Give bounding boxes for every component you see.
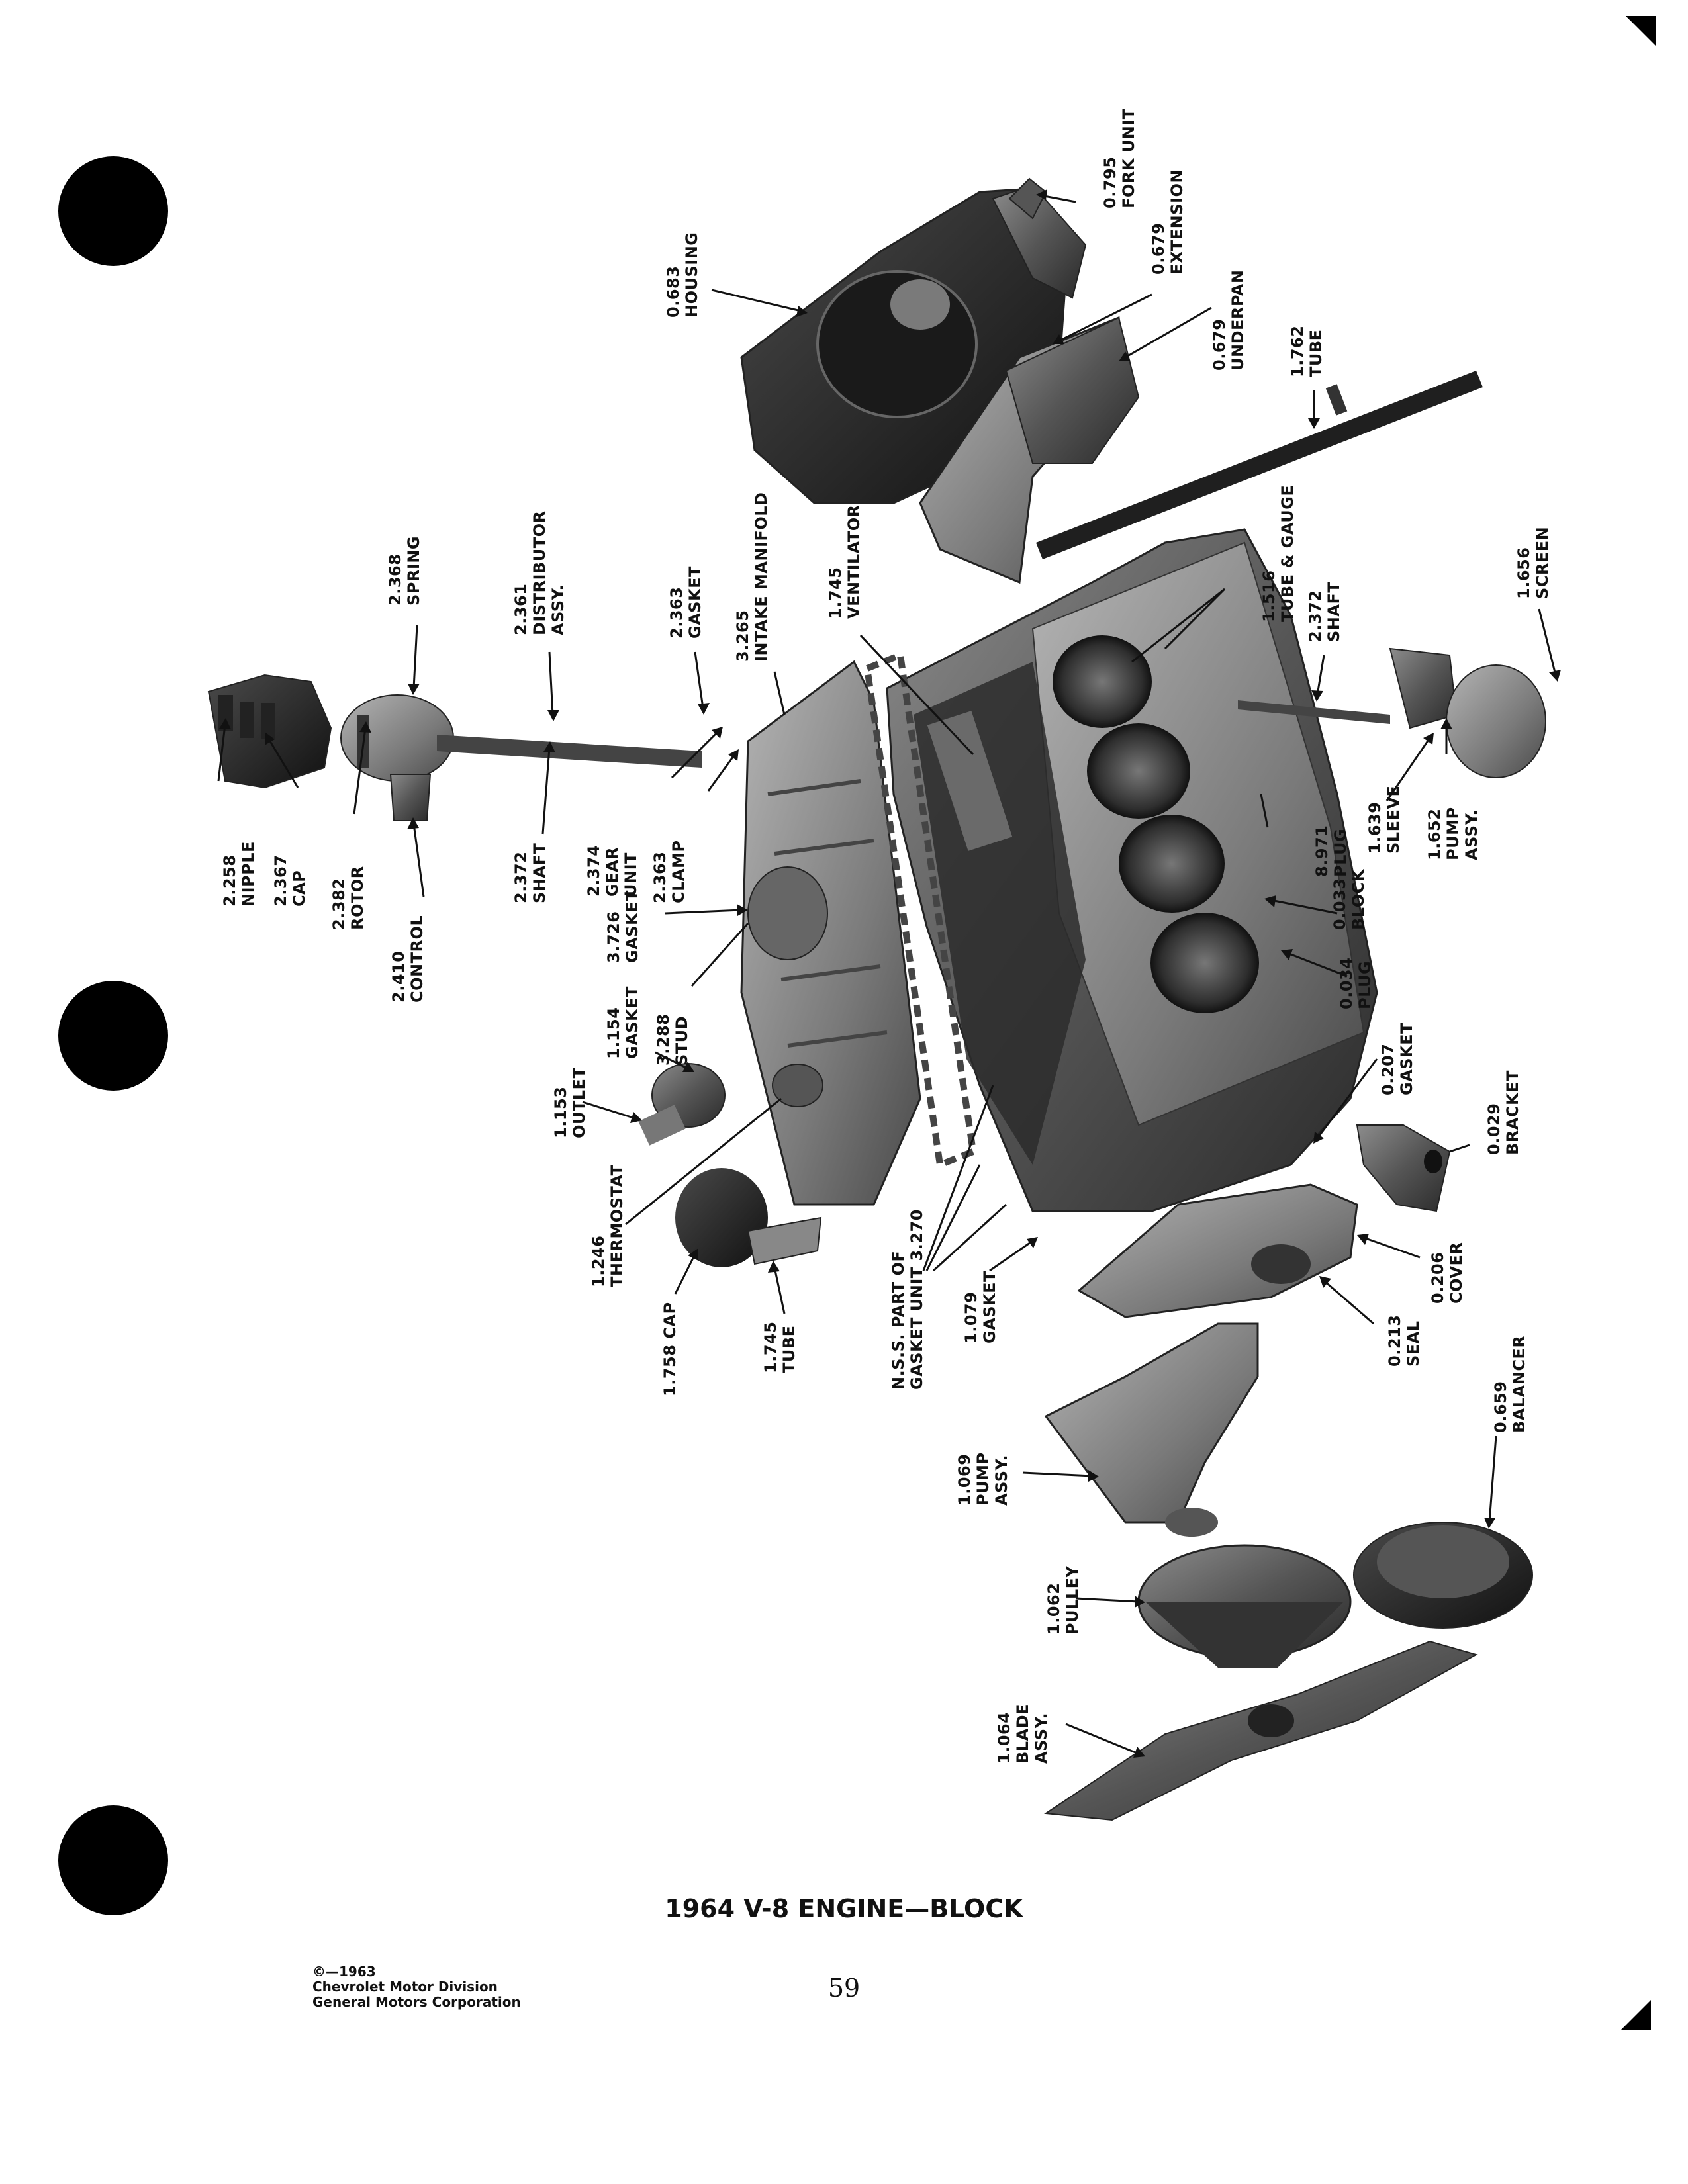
callout-clamp: 2.363CLAMP [651, 841, 688, 903]
callout-balancer: 0.659BALANCER [1491, 1336, 1528, 1433]
callout-blade: 1.064BLADEASSY. [995, 1704, 1051, 1764]
callout-pump-1652: 1.652PUMPASSY. [1425, 807, 1481, 860]
callout-block: 0.033BLOCK [1331, 868, 1368, 930]
callout-plug-0034: 0.034PLUG [1337, 958, 1374, 1009]
callout-extension: 0.679EXTENSION [1149, 169, 1186, 275]
binder-hole-bottom [58, 1805, 168, 1915]
callout-labels: 0.795FORK UNIT 0.683HOUSING 0.679EXTENSI… [220, 108, 1552, 1764]
fan-blade-part [1044, 1640, 1478, 1821]
callout-tube-1745: 1.745TUBE [761, 1322, 798, 1373]
callout-gasket-2363: 2.363GASKET [667, 566, 704, 639]
callout-gasket-3726: 3.726GASKET [604, 890, 641, 963]
corner-mark-bottom-right [1620, 2000, 1651, 2030]
pulley-part [1137, 1544, 1352, 1668]
callout-outlet: 1.153OUTLET [551, 1068, 588, 1138]
timing-cover-part [1077, 1183, 1358, 1318]
distributor-part [207, 674, 702, 821]
corner-mark-top-right [1626, 16, 1656, 46]
copyright-notice: ©—1963 Chevrolet Motor Division General … [312, 1964, 521, 2010]
callout-seal: 0.213SEAL [1385, 1315, 1423, 1367]
callout-cap-2367: 2.367CAP [271, 855, 308, 907]
thermostat-outlet-part [638, 1063, 823, 1146]
callout-pump-1069: 1.069PUMPASSY. [955, 1452, 1011, 1506]
callout-spring: 2.368SPRING [386, 536, 423, 606]
callout-intake-manifold: 3.265INTAKE MANIFOLD [733, 492, 771, 662]
oil-filler-cap-part [675, 1168, 822, 1267]
callout-cap-1758: 1.758 CAP [661, 1302, 679, 1396]
callout-gasket-0207: 0.207GASKET [1379, 1023, 1416, 1095]
copyright-line: General Motors Corporation [312, 1994, 521, 2010]
callout-control: 2.410CONTROL [389, 915, 426, 1003]
binder-hole-top [58, 156, 168, 266]
callout-gear-unit: 2.374GEARUNIT [585, 845, 640, 897]
callout-housing: 0.683HOUSING [664, 232, 701, 318]
callout-shaft-2372-left: 2.372SHAFT [512, 843, 549, 903]
callout-nipple: 2.258NIPPLE [220, 841, 258, 907]
callout-screen: 1.656SCREEN [1515, 527, 1552, 599]
callout-sleeve: 1.639SLEEVE [1366, 786, 1403, 854]
balancer-part [1353, 1522, 1533, 1629]
binder-hole-middle [58, 981, 168, 1091]
callout-nss-gasket-unit: N.S.S. PART OFGASKET UNIT 3.270 [889, 1209, 926, 1390]
callout-pulley: 1.062PULLEY [1045, 1565, 1082, 1635]
dipstick-tube-part [1036, 371, 1483, 559]
callout-distributor: 2.361DISTRIBUTORASSY. [512, 511, 567, 635]
callout-underpan: 0.679UNDERPAN [1210, 270, 1247, 371]
callout-rotor: 2.382ROTOR [330, 866, 367, 930]
callout-cover: 0.206COVER [1429, 1242, 1466, 1304]
callout-bracket: 0.029BRACKET [1485, 1070, 1522, 1155]
page-title: 1964 V-8 ENGINE—BLOCK [665, 1894, 1023, 1923]
callout-stud: 3.288STUD [654, 1014, 691, 1066]
underpan-part [919, 316, 1140, 584]
bracket-part [1356, 1124, 1451, 1212]
copyright-line: ©—1963 [312, 1964, 376, 1979]
callout-gasket-1079: 1.079GASKET [962, 1271, 999, 1343]
callout-tube-gauge: 1.516TUBE & GAUGE [1260, 485, 1297, 622]
manifold-gasket-part [863, 651, 977, 1169]
callout-tube-1762: 1.762TUBE [1288, 326, 1325, 377]
copyright-line: Chevrolet Motor Division [312, 1979, 498, 1995]
callout-ventilator: 1.745VENTILATOR [826, 504, 863, 619]
callout-thermostat: 1.246THERMOSTAT [589, 1164, 626, 1287]
water-pump-part [1044, 1322, 1259, 1537]
leader-lines [217, 189, 1561, 1758]
oil-pump-part [1238, 647, 1546, 778]
page-number: 59 [827, 1974, 861, 2003]
callout-plug-8971: 8.971PLUG [1313, 825, 1350, 877]
engine-block-part [886, 528, 1378, 1212]
callout-gasket-1154: 1.154GASKET [604, 986, 641, 1059]
callout-fork-unit: 0.795FORK UNIT [1101, 108, 1138, 208]
callout-shaft-2372-top: 2.372SHAFT [1306, 582, 1343, 642]
